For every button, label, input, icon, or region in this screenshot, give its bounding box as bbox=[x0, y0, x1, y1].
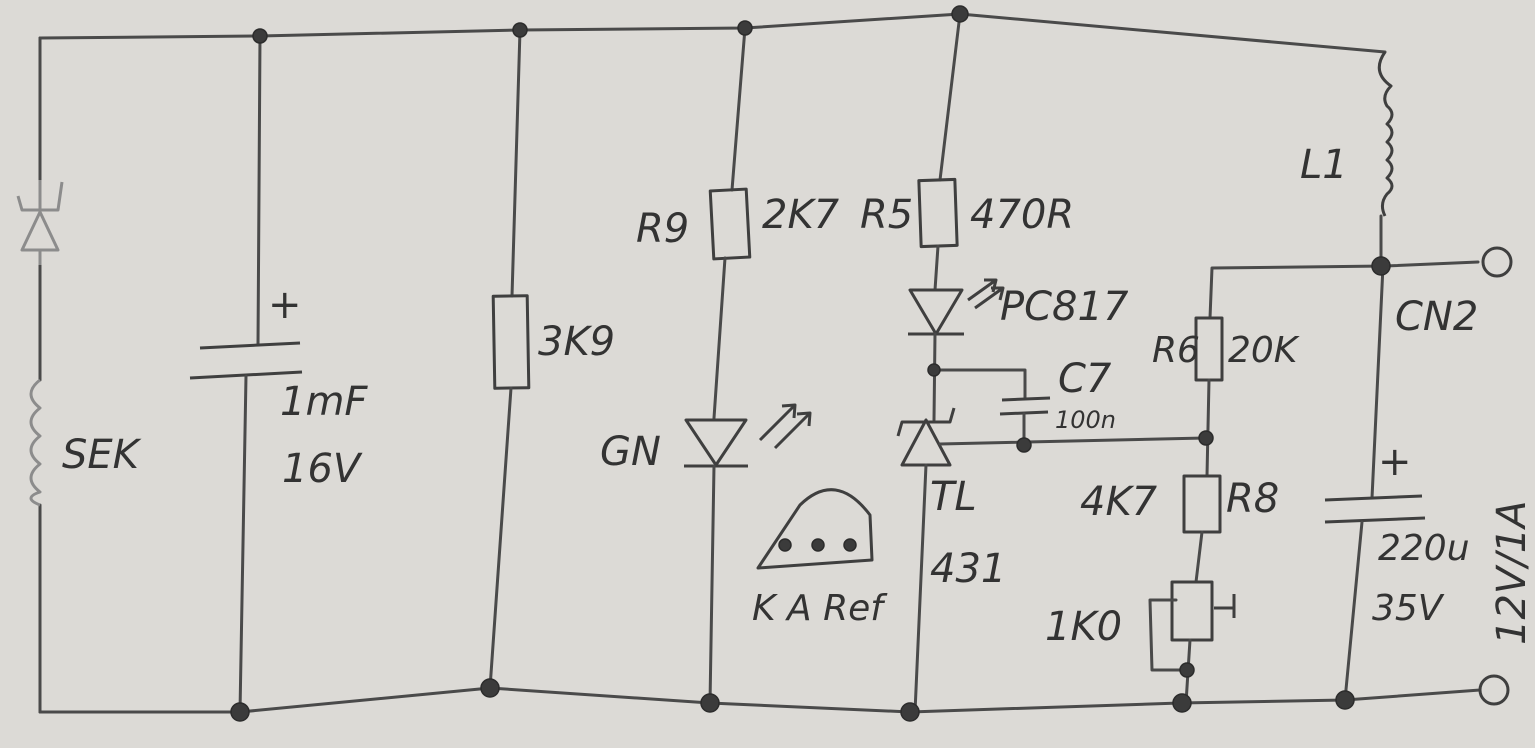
junction-dot bbox=[1016, 437, 1032, 453]
resistor-r8-symbol bbox=[1182, 474, 1222, 584]
output-positive-terminal bbox=[1481, 246, 1513, 278]
resistor-r5-value: 470R bbox=[970, 192, 1074, 238]
top-rail bbox=[38, 12, 1387, 54]
tl431-label-line2: 431 bbox=[930, 546, 1006, 592]
output-capacitor-voltage: 35V bbox=[1372, 588, 1445, 629]
resistor-r5-symbol bbox=[917, 12, 962, 249]
junction-dot bbox=[737, 20, 753, 36]
capacitor-1mf-voltage: 16V bbox=[282, 446, 363, 492]
tl431-pinout-sketch bbox=[756, 488, 874, 570]
inductor-l1-symbol bbox=[1377, 51, 1394, 268]
junction-dot bbox=[1198, 430, 1214, 446]
resistor-r6-label: R6 bbox=[1152, 330, 1200, 371]
bottom-rail bbox=[38, 686, 1482, 714]
resistor-3k9-label: 3K9 bbox=[538, 319, 615, 365]
output-positive-wire bbox=[1383, 260, 1480, 268]
zener-diode-symbol bbox=[16, 180, 64, 265]
inductor-l1-label: L1 bbox=[1300, 142, 1348, 188]
resistor-r8-label: R8 bbox=[1226, 476, 1279, 522]
tl431-shunt-regulator-symbol bbox=[896, 407, 956, 714]
junction-dot bbox=[1371, 256, 1391, 276]
resistor-r6-symbol bbox=[1194, 316, 1224, 478]
junction-dot bbox=[951, 5, 969, 23]
resistor-r8-value: 4K7 bbox=[1080, 479, 1158, 525]
optocoupler-led-symbol bbox=[908, 244, 964, 422]
sek-label: SEK bbox=[62, 432, 142, 478]
junction-dot bbox=[1179, 662, 1195, 678]
junction-dot bbox=[900, 702, 920, 722]
c7-capacitor-symbol bbox=[932, 368, 1051, 447]
resistor-r9-value: 2K7 bbox=[762, 192, 840, 238]
resistor-r6-value: 20K bbox=[1228, 330, 1300, 371]
trimmer-value: 1K0 bbox=[1045, 604, 1122, 650]
junction-dot bbox=[1335, 690, 1355, 710]
junction-dot bbox=[230, 702, 250, 722]
capacitor-1mf-value: 1mF bbox=[280, 379, 368, 425]
junction-dot bbox=[700, 693, 720, 713]
resistor-r9-symbol bbox=[708, 26, 752, 261]
junction-dot bbox=[480, 678, 500, 698]
c7-value: 100n bbox=[1055, 406, 1116, 434]
led-gn-label: GN bbox=[600, 429, 661, 475]
output-capacitor-value: 220u bbox=[1378, 528, 1470, 569]
tl431-pinout-label: K A Ref bbox=[752, 588, 888, 629]
connector-cn2-label: CN2 bbox=[1395, 294, 1478, 340]
optocoupler-label: PC817 bbox=[1000, 284, 1129, 330]
optocoupler-arrows bbox=[967, 278, 1005, 310]
junction-dots bbox=[230, 5, 1391, 722]
junction-dot bbox=[512, 22, 528, 38]
output-capacitor-symbol bbox=[1324, 264, 1426, 702]
resistor-r5-label: R5 bbox=[860, 192, 913, 238]
led-gn-symbol bbox=[684, 256, 748, 705]
trimmer-potentiometer-symbol bbox=[1148, 580, 1236, 705]
junction-dot bbox=[252, 28, 268, 44]
junction-dot bbox=[927, 363, 941, 377]
junction-dot bbox=[1172, 693, 1192, 713]
capacitor-1mf-plus: + bbox=[268, 282, 302, 328]
ref-feedback-wire bbox=[938, 436, 1207, 446]
output-capacitor-plus: + bbox=[1378, 439, 1412, 485]
capacitor-1mf-symbol bbox=[189, 34, 303, 714]
led-emission-arrows bbox=[758, 403, 812, 450]
sek-winding-symbol bbox=[29, 378, 42, 507]
resistor-3k9-symbol bbox=[488, 28, 531, 690]
divider-top-wire bbox=[1208, 264, 1387, 320]
tl431-label-line1: TL bbox=[930, 474, 977, 520]
output-rating-label: 12V/1A bbox=[1489, 500, 1535, 645]
resistor-r9-label: R9 bbox=[636, 206, 689, 252]
output-negative-terminal bbox=[1478, 674, 1510, 706]
c7-label: C7 bbox=[1058, 356, 1112, 402]
